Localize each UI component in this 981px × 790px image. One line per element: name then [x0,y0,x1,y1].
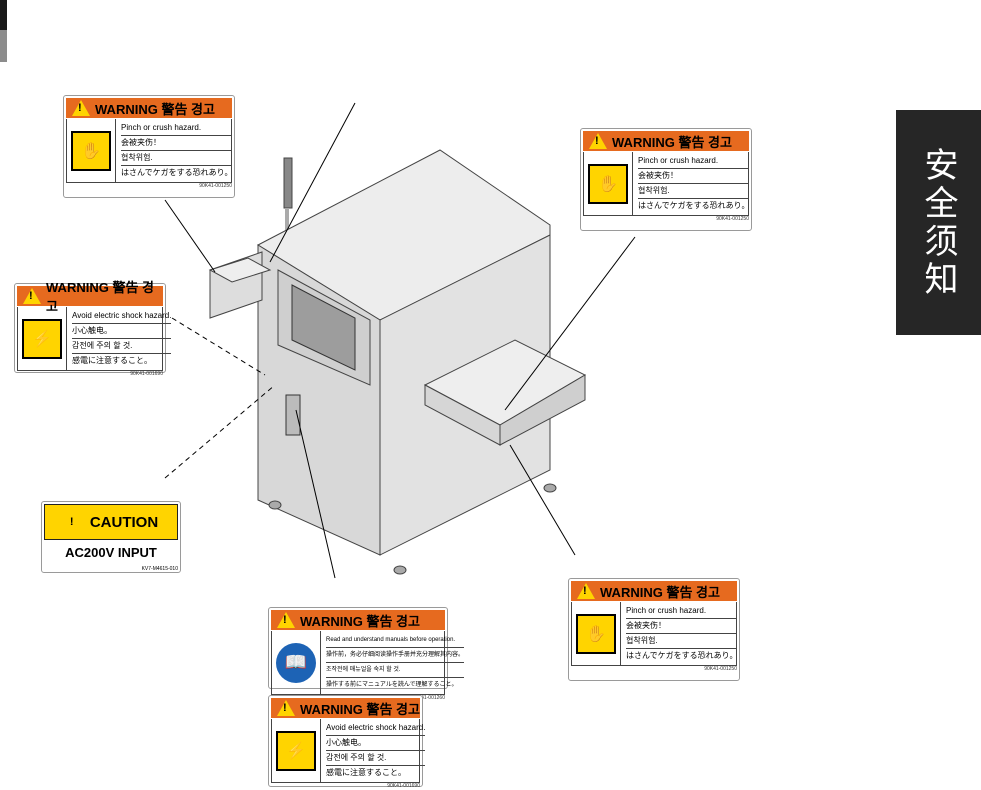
warning-label-manual-bottom: WARNING 警告 경고 📖 Read and understand manu… [268,607,465,701]
warning-label-pinch-top-left: WARNING 警告 경고 ✋ Pinch or crush hazard. 会… [63,95,235,198]
pinch-hazard-icon: ✋ [71,130,111,171]
read-manual-icon: 📖 [276,642,316,683]
warning-triangle-icon [577,583,595,599]
warning-triangle-icon [277,612,295,628]
warning-label-shock-bottom: WARNING 警告 경고 ⚡ Avoid electric shock haz… [268,695,426,789]
section-tab-title: 安全须知 [918,146,958,299]
corner-mark-dark [0,0,7,30]
warning-triangle-icon [277,700,295,716]
warning-triangle-icon [589,133,607,149]
corner-mark-gray [0,30,7,62]
pinch-hazard-icon: ✋ [588,163,628,204]
section-tab: 安全须知 [896,110,981,335]
warning-label-pinch-top-right: WARNING 警告 경고 ✋ Pinch or crush hazard. 会… [580,128,752,231]
electric-shock-icon: ⚡ [22,318,62,359]
caution-label-ac200v: CAUTION AC200V INPUT KV7-M4615-010 [41,501,181,573]
warning-triangle-icon [72,100,90,116]
pinch-hazard-icon: ✋ [576,613,616,654]
caution-triangle-icon [63,514,82,530]
electric-shock-icon: ⚡ [276,730,316,771]
warning-label-shock-left: WARNING 警告 경고 ⚡ Avoid electric shock haz… [14,280,172,377]
warning-triangle-icon [23,288,41,304]
warning-label-pinch-bottom-right: WARNING 警告 경고 ✋ Pinch or crush hazard. 会… [568,578,740,681]
